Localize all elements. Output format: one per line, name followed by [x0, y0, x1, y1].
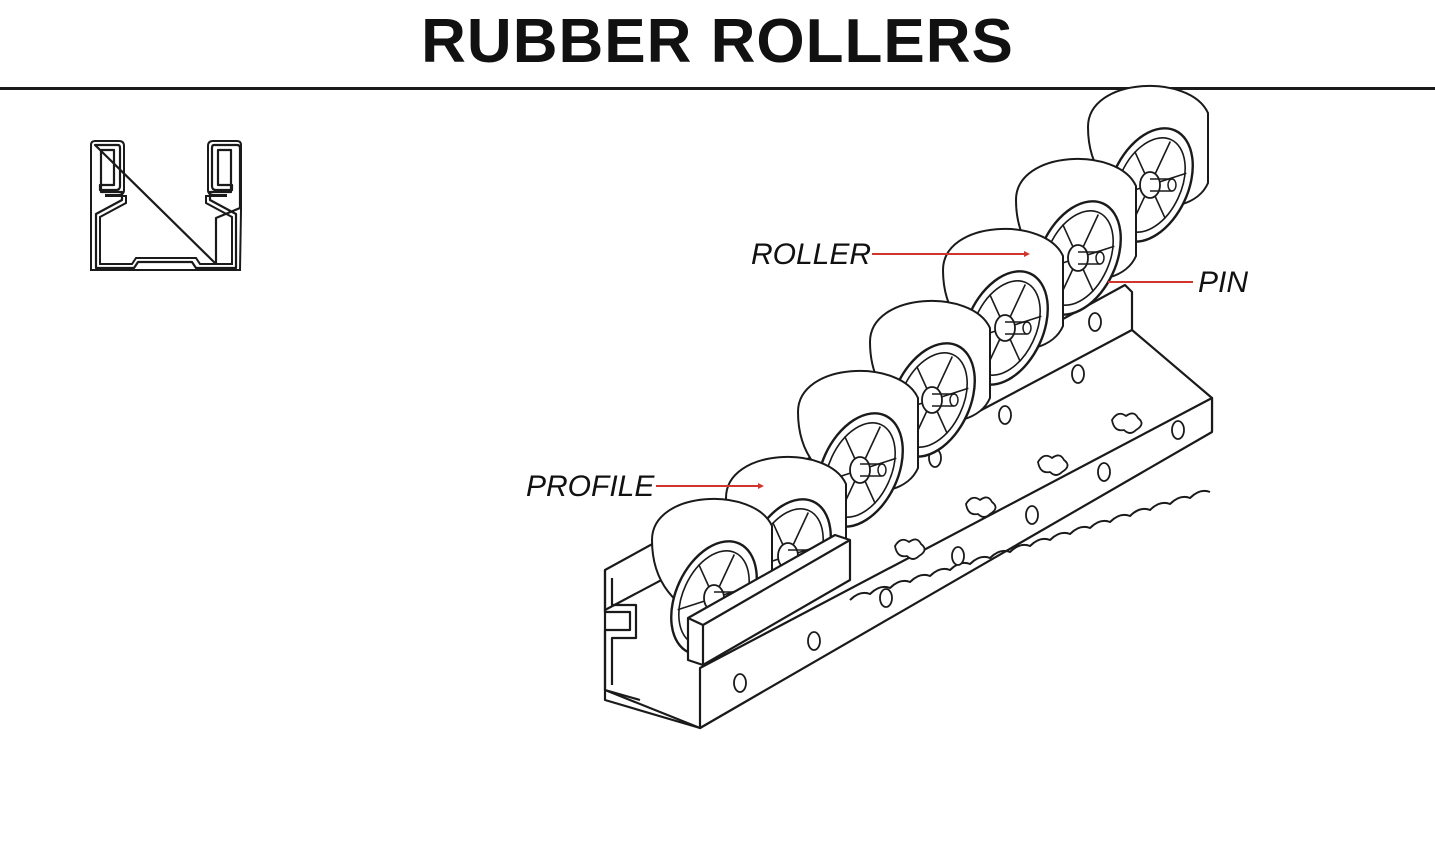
- pin-label: PIN: [1198, 266, 1248, 299]
- profile-front-lip: [686, 533, 852, 667]
- profile-cross-section: [90, 140, 242, 271]
- leader-lines: [656, 251, 1193, 489]
- roller-label: ROLLER: [751, 238, 871, 271]
- roller-leader-arrow: [1024, 251, 1030, 257]
- profile-label: PROFILE: [526, 470, 655, 503]
- page-title: RUBBER ROLLERS: [421, 7, 1014, 76]
- profile-leader-arrow: [758, 483, 764, 489]
- title-divider: [0, 87, 1435, 90]
